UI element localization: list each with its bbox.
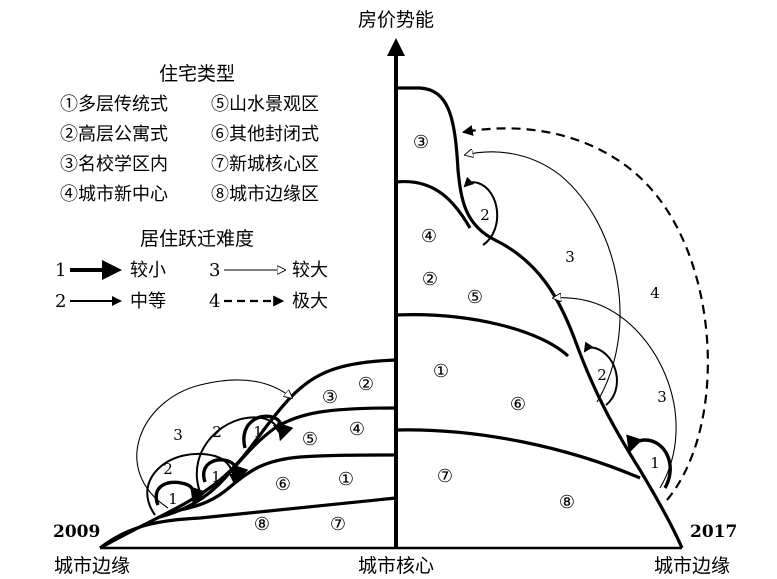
legend-types-title: 住宅类型 bbox=[159, 63, 235, 85]
arrow-2017-difficulty-3-top bbox=[465, 152, 621, 403]
arrow-2009-difficulty-1a bbox=[154, 480, 207, 506]
legend-difficulty-label: 较大 bbox=[292, 260, 328, 281]
region-2009-6: ⑥ bbox=[275, 474, 291, 495]
legend-type-item: ③名校学区内 bbox=[60, 154, 168, 175]
boundary-2009-3 bbox=[179, 453, 397, 512]
arrow-2017-difficulty-2-mid bbox=[583, 341, 618, 406]
region-2009-7: ⑦ bbox=[330, 514, 346, 535]
arrow-2017-difficulty-4 bbox=[461, 125, 709, 501]
legend-type-item: ⑤山水景观区 bbox=[211, 94, 319, 115]
x-center-label: 城市核心 bbox=[358, 555, 434, 577]
region-2009-1: ① bbox=[338, 469, 354, 490]
region-2009-4: ④ bbox=[349, 419, 365, 440]
region-2017-4: ④ bbox=[421, 226, 437, 247]
boundary-2017-2 bbox=[395, 179, 472, 229]
arrow-2017-difficulty-2-top bbox=[463, 176, 499, 246]
legend-difficulty-label: 中等 bbox=[130, 291, 166, 312]
arrow-2017-label-3-top: 3 bbox=[565, 248, 575, 266]
boundary-2009-4 bbox=[99, 496, 397, 550]
arrow-2009-label-1c: 1 bbox=[253, 423, 263, 441]
region-2009-8: ⑧ bbox=[254, 514, 270, 535]
arrow-2009-label-1b: 1 bbox=[211, 468, 221, 486]
region-2009-3: ③ bbox=[322, 387, 338, 408]
legend-difficulty-label: 较小 bbox=[130, 260, 166, 281]
y-axis-label: 房价势能 bbox=[358, 9, 434, 31]
legend-type-item: ①多层传统式 bbox=[60, 94, 168, 115]
region-2017-7: ⑦ bbox=[437, 466, 453, 487]
boundary-2017-3 bbox=[395, 313, 570, 358]
arrows-2017: 2 3 4 2 3 1 bbox=[461, 125, 709, 501]
y-axis-arrowhead bbox=[387, 38, 405, 56]
arrows-2009: 3 2 2 1 1 1 bbox=[136, 379, 294, 516]
arrow-2009-difficulty-3 bbox=[136, 379, 292, 509]
legend-difficulty-num: 2 bbox=[55, 291, 66, 312]
arrow-2009-difficulty-1c bbox=[242, 414, 294, 449]
arrow-2017-label-2-mid: 2 bbox=[597, 366, 607, 384]
arrow-2017-label-1: 1 bbox=[650, 454, 660, 472]
region-2017-2: ② bbox=[422, 269, 438, 290]
boundary-2017-top bbox=[396, 86, 684, 549]
boundary-2017-4 bbox=[395, 428, 641, 480]
legend-difficulty-label: 极大 bbox=[292, 291, 328, 312]
arrow-2009-label-3: 3 bbox=[173, 426, 183, 444]
legend-housing-types: 住宅类型 ①多层传统式 ⑤山水景观区 ②高层公寓式 ⑥其他封闭式 ③名校学区内 … bbox=[60, 63, 319, 205]
x-left-label: 城市边缘 bbox=[54, 555, 130, 577]
arrow-2017-label-3-bottom: 3 bbox=[657, 388, 667, 406]
arrow-2009-label-1a: 1 bbox=[168, 490, 178, 508]
legend-type-item: ②高层公寓式 bbox=[60, 124, 168, 145]
x-right-label: 城市边缘 bbox=[654, 555, 730, 577]
arrow-2017-difficulty-1 bbox=[626, 434, 672, 489]
arrow-2009-label-2b: 2 bbox=[212, 423, 222, 441]
year-2017-label: 2017 bbox=[690, 522, 737, 542]
legend-type-item: ⑧城市边缘区 bbox=[211, 184, 319, 205]
legend-type-item: ④城市新中心 bbox=[60, 184, 168, 205]
legend-difficulty-title: 居住跃迁难度 bbox=[140, 228, 254, 250]
region-2017-6: ⑥ bbox=[510, 394, 526, 415]
legend-difficulty-num: 4 bbox=[209, 291, 220, 312]
region-2017-1: ① bbox=[433, 361, 449, 382]
regions-2009: ③ ② ⑤ ④ ⑥ ① ⑧ ⑦ bbox=[254, 374, 374, 535]
arrow-2009-difficulty-1b bbox=[201, 458, 249, 484]
arrow-2009-difficulty-2a bbox=[146, 453, 239, 516]
legend-migration-difficulty: 居住跃迁难度 1 较小 3 较大 2 中等 4 极大 bbox=[55, 228, 328, 312]
arrow-2017-difficulty-3-bottom bbox=[553, 298, 677, 489]
arrow-2017-label-2-top: 2 bbox=[480, 206, 490, 224]
legend-difficulty-num: 1 bbox=[55, 260, 66, 281]
legend-type-item: ⑥其他封闭式 bbox=[211, 124, 319, 145]
region-2017-3: ③ bbox=[413, 132, 429, 153]
regions-2017: ③ ④ ② ⑤ ① ⑥ ⑦ ⑧ bbox=[413, 132, 575, 513]
region-2017-8: ⑧ bbox=[559, 492, 575, 513]
legend-difficulty-num: 3 bbox=[209, 260, 220, 281]
arrow-2017-label-4: 4 bbox=[650, 284, 660, 302]
region-2009-2: ② bbox=[358, 374, 374, 395]
year-2009-label: 2009 bbox=[53, 522, 100, 542]
region-2009-5: ⑤ bbox=[302, 429, 318, 450]
region-2017-5: ⑤ bbox=[467, 287, 483, 308]
legend-type-item: ⑦新城核心区 bbox=[211, 154, 319, 175]
arrow-2009-label-2a: 2 bbox=[163, 460, 173, 478]
arrow-2009-difficulty-2b bbox=[195, 416, 283, 493]
